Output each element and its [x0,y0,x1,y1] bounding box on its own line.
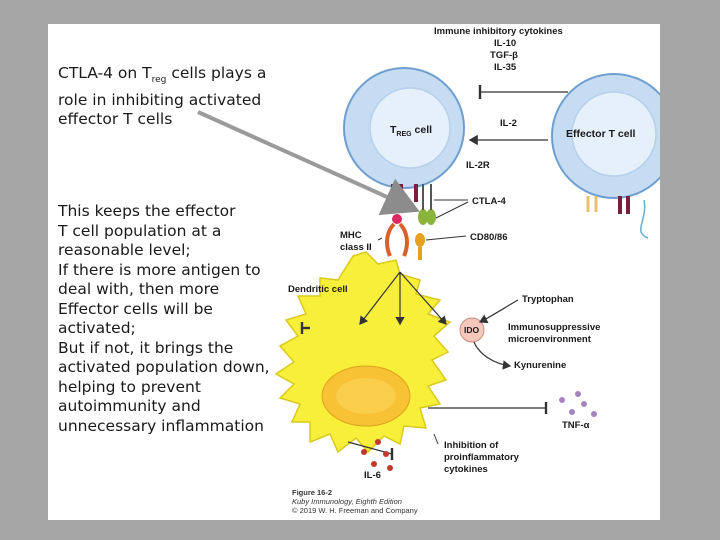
cytokine-tgfb: TGF-β [490,50,518,61]
intro-line-2: role in inhibiting activated [58,90,262,109]
cd80-label: CD80/86 [470,232,508,243]
diagram-graphics [197,67,660,471]
immuno-label-2: microenvironment [508,334,591,345]
pointer-arrow [197,110,420,216]
il2-label: IL-2 [500,118,517,129]
dendritic-label: Dendritic cell [288,284,348,295]
ido-enzyme [459,317,485,343]
explain-line: unnecessary inflammation [58,416,264,435]
explain-line: T cell population at a [58,221,222,240]
inhibition-label-3: cytokines [444,464,488,475]
cd80-receptor [415,233,425,247]
explanation-text: This keeps the effector T cell populatio… [58,202,270,436]
figure-book: Kuby Immunology, Eighth Edition [292,497,402,506]
kynurenine-label: Kynurenine [514,360,567,371]
il2r-label: IL-2R [466,160,490,171]
explain-line: This keeps the effector [58,202,236,220]
figure-number: Figure 16-2 [292,488,333,497]
explain-line: Effector cells will be [58,299,213,318]
treg-label: TREG cell [390,124,433,139]
ido-label: IDO [464,325,480,335]
cytokines-title: Immune inhibitory cytokines [434,26,563,37]
inhibition-label-1: Inhibition of [444,440,499,451]
mhc-label: MHC [340,230,362,241]
mhc-class-label: class II [340,242,372,253]
explain-line: reasonable level; [58,241,191,259]
explain-line: activated population down, [58,358,270,376]
il6-label: IL-6 [364,470,381,481]
intro-line-1: CTLA-4 on Treg cells plays a [58,64,267,86]
explain-line: If there is more antigen to [58,260,261,279]
peptide [392,214,402,224]
slide: CTLA-4 on Treg cells plays a role in inh… [48,24,660,520]
cytokine-il10: IL-10 [494,38,517,49]
tnf-label: TNF-α [562,420,590,431]
figure-copyright: © 2019 W. H. Freeman and Company [292,506,418,515]
explain-line: But if not, it brings the [58,338,234,357]
mhc-receptor [385,222,409,257]
ctla4-receptor [418,209,428,225]
inhibition-label-2: proinflammatory [444,452,519,463]
immuno-label-1: Immunosuppressive [508,322,601,333]
effector-label: Effector T cell [566,128,636,140]
intro-line-3: effector T cells [58,110,173,129]
ctla4-label: CTLA-4 [472,196,506,207]
explain-line: autoimmunity and [58,397,201,415]
intro-text: CTLA-4 on Treg cells plays a role in inh… [58,64,266,130]
explain-line: helping to prevent [58,377,201,396]
figure-caption: Figure 16-2 Kuby Immunology, Eighth Edit… [292,488,418,515]
tryptophan-label: Tryptophan [522,294,574,305]
explain-line: activated; [58,319,136,337]
explain-line: deal with, then more [58,280,220,298]
cytokine-il35: IL-35 [494,62,517,73]
